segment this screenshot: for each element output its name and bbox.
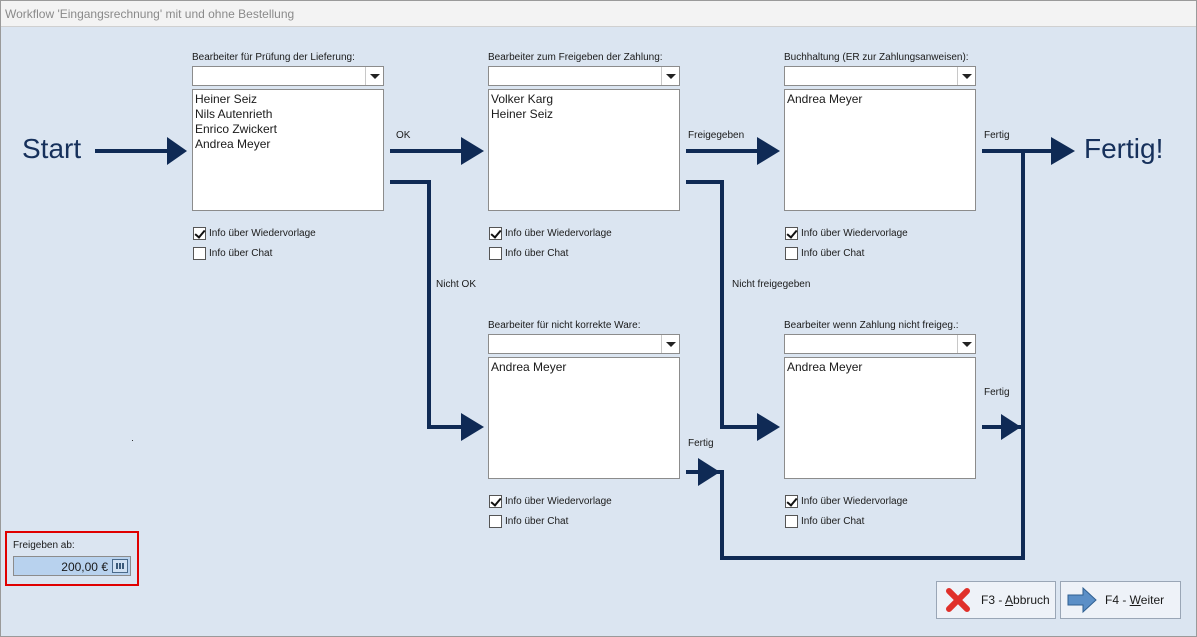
checkbox-label: Info über Wiedervorlage	[209, 228, 316, 239]
assignee-combo[interactable]	[784, 334, 976, 354]
panel-label: Bearbeiter für Prüfung der Lieferung:	[192, 52, 355, 63]
approval-threshold-value: 200,00 €	[61, 560, 108, 574]
checkbox-checked-icon[interactable]	[193, 227, 206, 240]
checkbox-checked-icon[interactable]	[489, 495, 502, 508]
checkbox-unchecked-icon[interactable]	[489, 247, 502, 260]
chevron-down-icon[interactable]	[365, 67, 383, 85]
checkbox-label: Info über Chat	[505, 516, 569, 527]
not-ok-label: Nicht OK	[436, 279, 477, 290]
assignee-combo[interactable]	[192, 66, 384, 86]
approved-label: Freigegeben	[688, 130, 745, 141]
checkbox-unchecked-icon[interactable]	[785, 515, 798, 528]
finished-label-3: Fertig	[984, 387, 1010, 398]
checkbox-checked-icon[interactable]	[785, 227, 798, 240]
checkbox-unchecked-icon[interactable]	[193, 247, 206, 260]
cancel-button[interactable]: F3 - Abbruch	[936, 581, 1056, 619]
assignee-list[interactable]: Andrea Meyer	[488, 357, 680, 479]
chevron-down-icon[interactable]	[957, 335, 975, 353]
resubmission-info-checkbox[interactable]: Info über Wiedervorlage	[489, 227, 612, 240]
list-item[interactable]: Heiner Seiz	[491, 107, 554, 121]
arrow-right-icon	[1067, 585, 1097, 615]
chevron-down-icon[interactable]	[661, 335, 679, 353]
chat-info-checkbox[interactable]: Info über Chat	[489, 515, 568, 528]
list-item[interactable]: Andrea Meyer	[787, 360, 863, 374]
cancel-button-label: F3 - Abbruch	[981, 593, 1050, 607]
assignee-list[interactable]: Volker Karg Heiner Seiz	[488, 89, 680, 211]
stray-dot	[132, 440, 133, 441]
approval-threshold-label: Freigeben ab:	[13, 540, 75, 551]
finished-label-2: Fertig	[688, 438, 714, 449]
chat-info-checkbox[interactable]: Info über Chat	[489, 247, 568, 260]
chat-info-checkbox[interactable]: Info über Chat	[785, 515, 864, 528]
chat-info-checkbox[interactable]: Info über Chat	[785, 247, 864, 260]
assignee-list[interactable]: Andrea Meyer	[784, 357, 976, 479]
resubmission-info-checkbox[interactable]: Info über Wiedervorlage	[785, 495, 908, 508]
checkbox-label: Info über Wiedervorlage	[801, 496, 908, 507]
assignee-list[interactable]: Heiner Seiz Nils Autenrieth Enrico Zwick…	[192, 89, 384, 211]
panel-label: Bearbeiter wenn Zahlung nicht freigeg.:	[784, 320, 959, 331]
title-bar: Workflow 'Eingangsrechnung' mit und ohne…	[1, 1, 1196, 27]
checkbox-label: Info über Wiedervorlage	[505, 228, 612, 239]
assignee-list[interactable]: Andrea Meyer	[784, 89, 976, 211]
approval-threshold-group: Freigeben ab: 200,00 €	[5, 531, 139, 586]
assignee-combo[interactable]	[488, 334, 680, 354]
list-item[interactable]: Enrico Zwickert	[195, 122, 278, 136]
assignee-combo[interactable]	[488, 66, 680, 86]
not-approved-label: Nicht freigegeben	[732, 279, 811, 290]
list-item[interactable]: Andrea Meyer	[787, 92, 863, 106]
chevron-down-icon[interactable]	[957, 67, 975, 85]
list-item[interactable]: Nils Autenrieth	[195, 107, 273, 121]
approval-threshold-input[interactable]: 200,00 €	[13, 556, 131, 576]
checkbox-checked-icon[interactable]	[489, 227, 502, 240]
panel-label: Bearbeiter für nicht korrekte Ware:	[488, 320, 641, 331]
list-item[interactable]: Volker Karg	[491, 92, 554, 106]
panel-label: Bearbeiter zum Freigeben der Zahlung:	[488, 52, 663, 63]
calculator-icon[interactable]	[112, 559, 128, 573]
checkbox-unchecked-icon[interactable]	[785, 247, 798, 260]
checkbox-label: Info über Chat	[505, 248, 569, 259]
list-item[interactable]: Andrea Meyer	[491, 360, 567, 374]
list-item[interactable]: Heiner Seiz	[195, 92, 258, 106]
checkbox-unchecked-icon[interactable]	[489, 515, 502, 528]
red-x-icon	[943, 585, 973, 615]
list-item[interactable]: Andrea Meyer	[195, 137, 271, 151]
checkbox-label: Info über Chat	[209, 248, 273, 259]
panel-label: Buchhaltung (ER zur Zahlungsanweisen):	[784, 52, 969, 63]
start-label: Start	[22, 133, 82, 164]
resubmission-info-checkbox[interactable]: Info über Wiedervorlage	[785, 227, 908, 240]
chat-info-checkbox[interactable]: Info über Chat	[193, 247, 272, 260]
done-label: Fertig!	[1084, 133, 1164, 164]
ok-label: OK	[396, 130, 411, 141]
chevron-down-icon[interactable]	[661, 67, 679, 85]
checkbox-label: Info über Chat	[801, 516, 865, 527]
checkbox-label: Info über Wiedervorlage	[801, 228, 908, 239]
assignee-combo[interactable]	[784, 66, 976, 86]
next-button-label: F4 - Weiter	[1105, 593, 1165, 607]
checkbox-checked-icon[interactable]	[785, 495, 798, 508]
finished-label-1: Fertig	[984, 130, 1010, 141]
next-button[interactable]: F4 - Weiter	[1060, 581, 1181, 619]
checkbox-label: Info über Wiedervorlage	[505, 496, 612, 507]
window-title: Workflow 'Eingangsrechnung' mit und ohne…	[5, 7, 295, 21]
resubmission-info-checkbox[interactable]: Info über Wiedervorlage	[489, 495, 612, 508]
resubmission-info-checkbox[interactable]: Info über Wiedervorlage	[193, 227, 316, 240]
checkbox-label: Info über Chat	[801, 248, 865, 259]
